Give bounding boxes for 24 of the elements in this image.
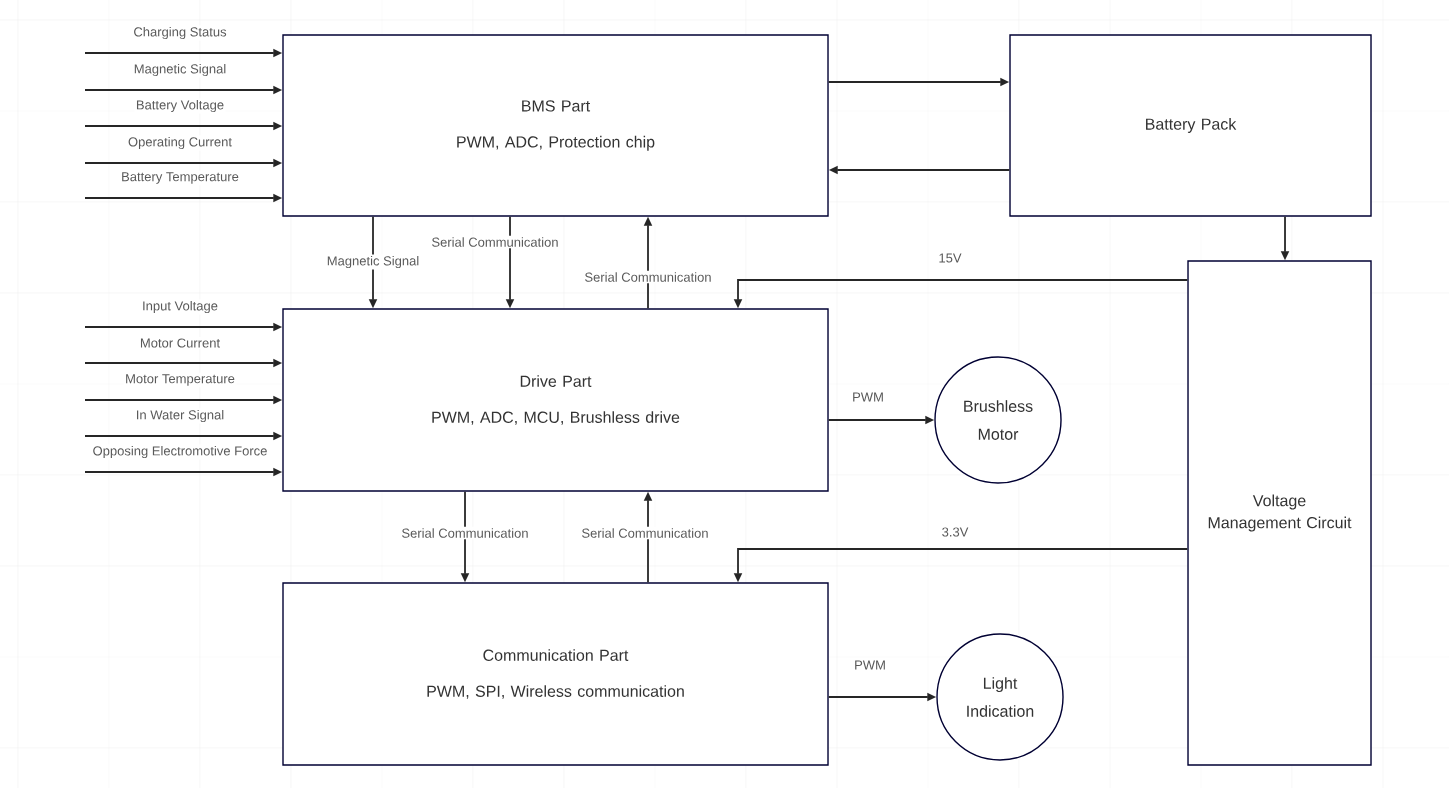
edge-label: Motor Current [138,336,222,350]
block-box: Battery Pack [1009,34,1372,217]
edge-label: 15V [936,251,964,265]
edge-label: PWM [852,659,888,671]
edge-label: Battery Temperature [119,170,241,186]
edge-label: Operating Current [126,135,234,151]
edge-label: Magnetic Signal [132,62,228,78]
edge-label: In Water Signal [134,408,226,424]
edge-label: Motor Temperature [123,372,237,388]
block-box: Voltage Management Circuit [1187,260,1372,766]
edge-label: Input Voltage [140,299,220,315]
edge-label: Serial Communication [579,526,711,540]
block-box: Drive Part PWM, ADC, MCU, Brushless drive [282,308,829,492]
block-box: Communication Part PWM, SPI, Wireless communication [282,582,829,766]
edge-label: Battery Voltage [134,98,226,114]
edge-label: Charging Status [131,25,229,41]
edge-label: Opposing Electromotive Force [91,444,269,460]
edge-label: Serial Communication [399,526,531,540]
edge-label: Serial Communication [429,235,561,249]
edge-label: Magnetic Signal [325,254,421,270]
block-box: BMS Part PWM, ADC, Protection chip [282,34,829,217]
edge-label: 3.3V [940,525,970,539]
edge-label: Serial Communication [582,270,714,284]
edge-label: PWM [850,391,886,403]
